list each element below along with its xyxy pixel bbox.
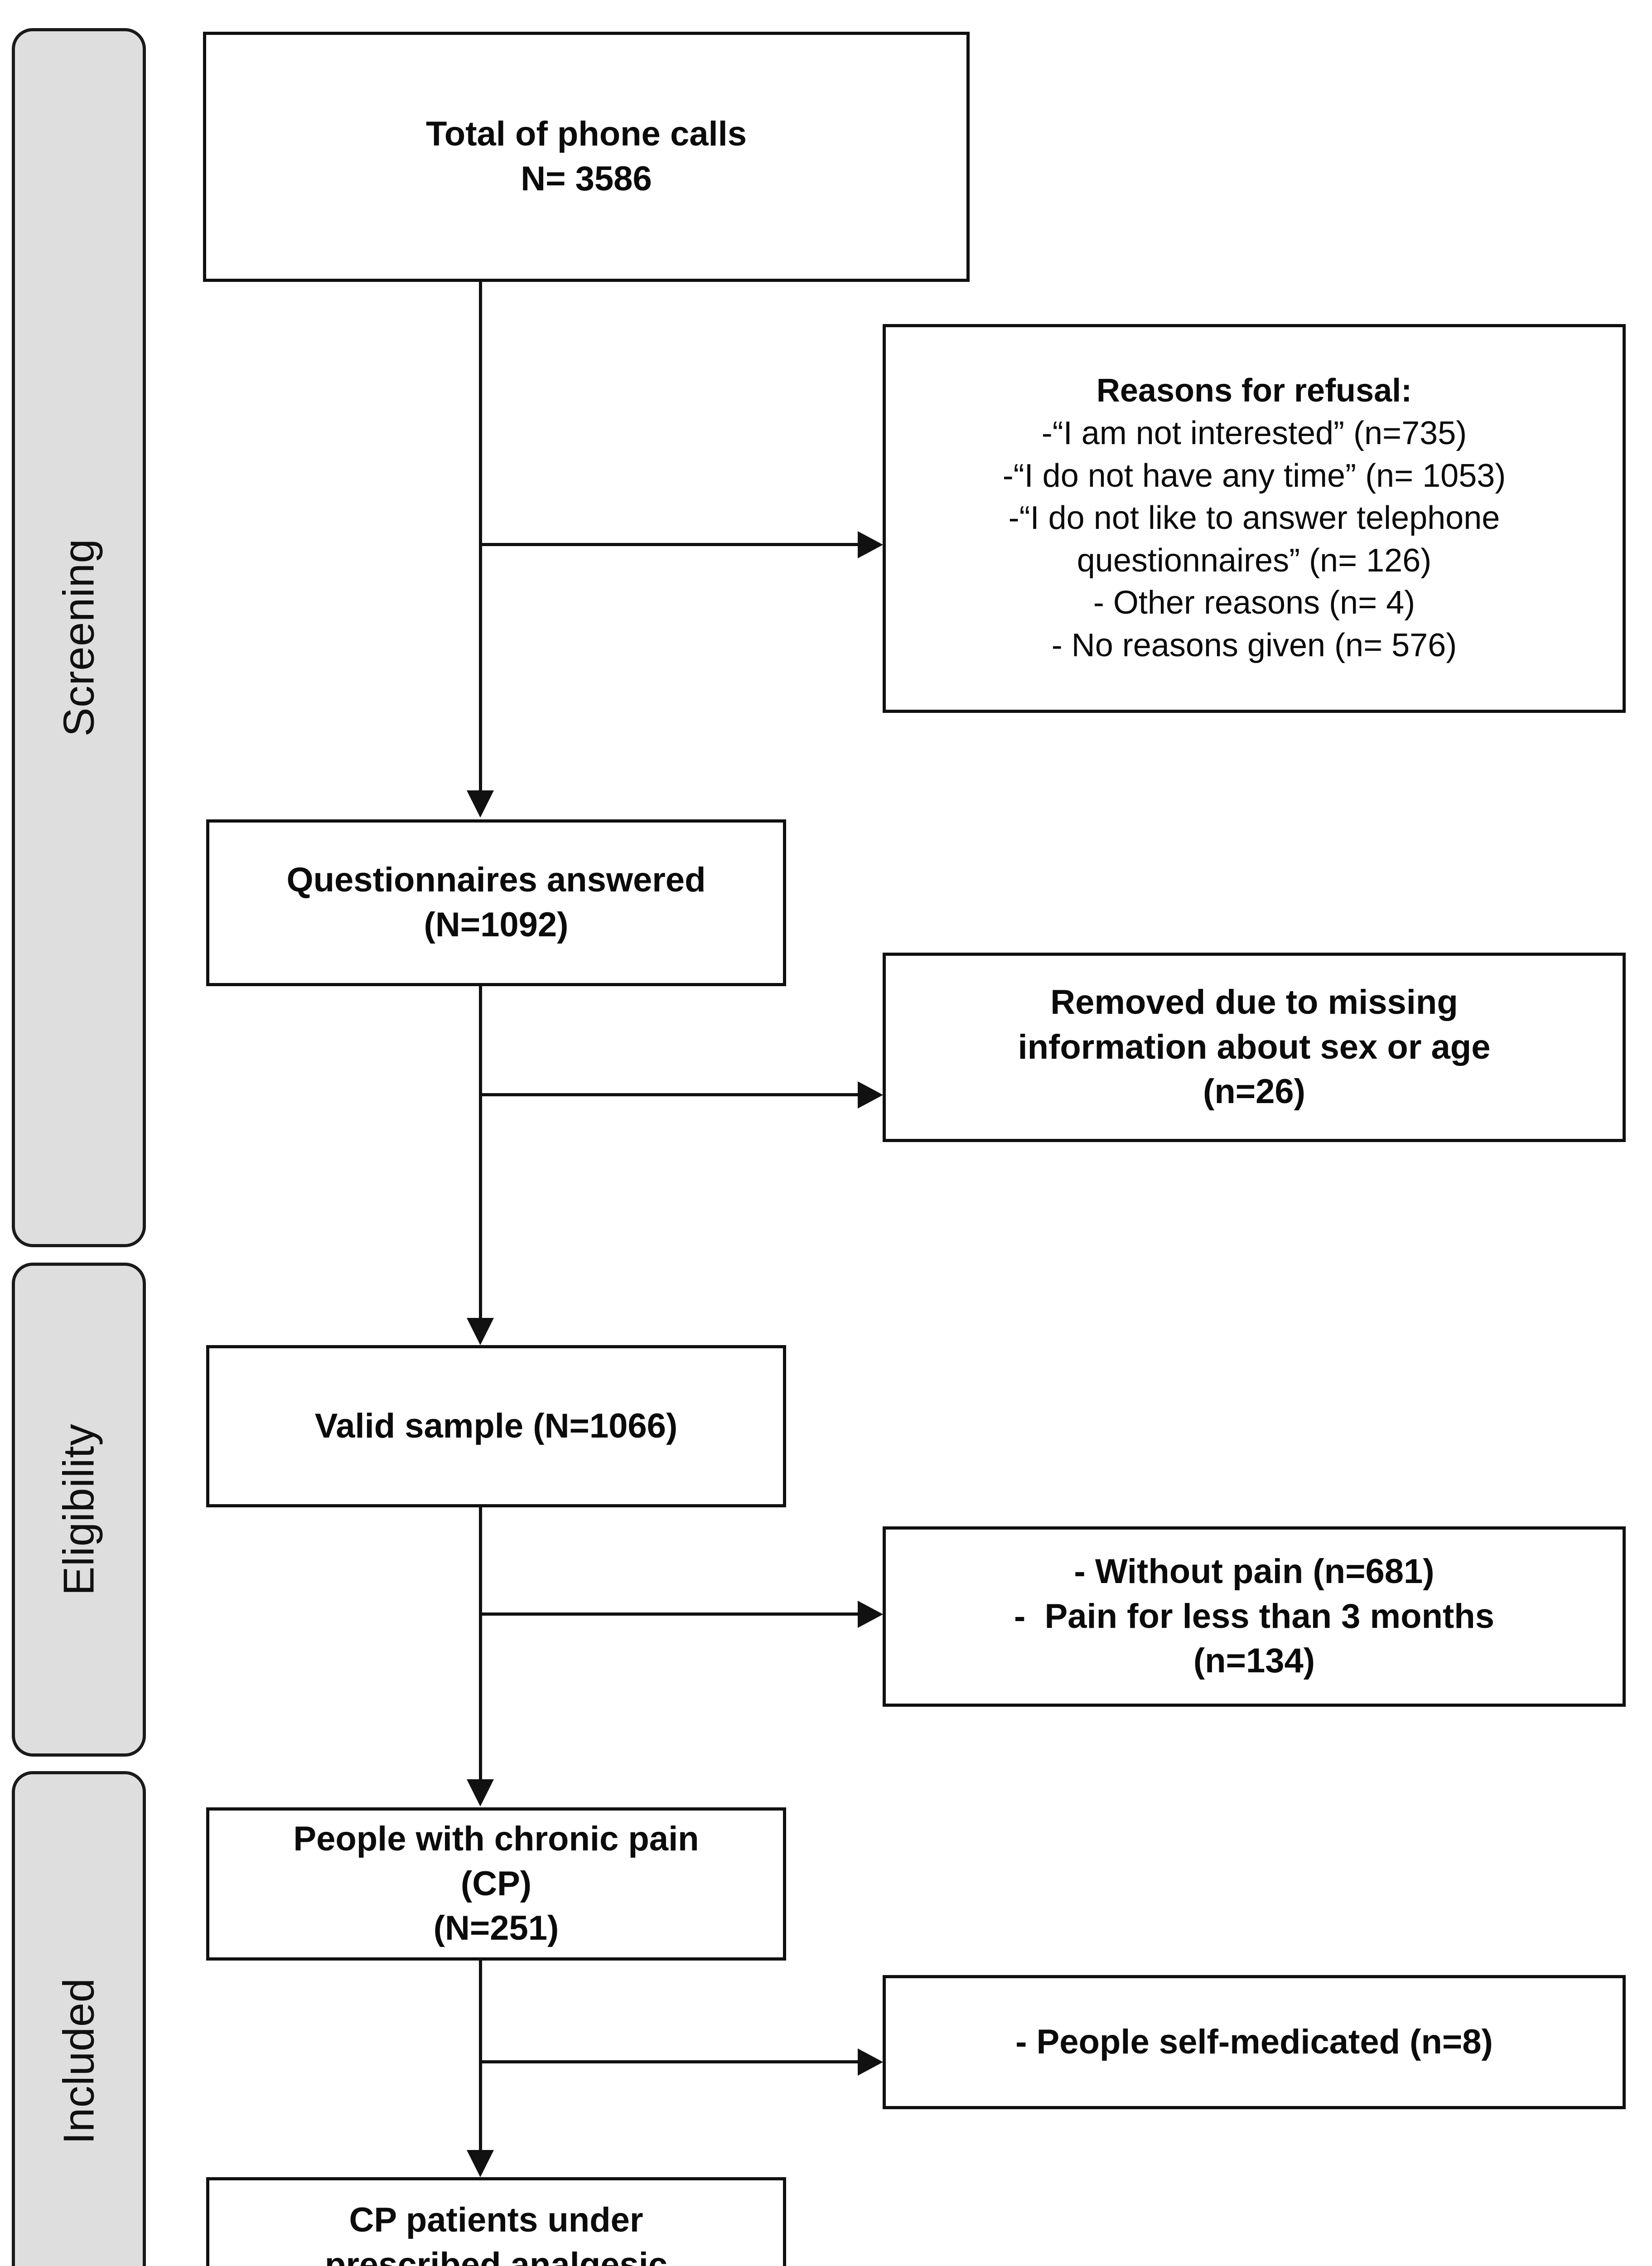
box-chronic-pain-line-3: (N=251) — [433, 1909, 559, 1948]
stage-pill-eligibility: Eligibility — [12, 1263, 146, 1757]
box-questionnaires-line-2: (N=1092) — [424, 905, 569, 944]
box-self-medicated-line-1: - People self-medicated (n=8) — [1015, 2022, 1493, 2061]
box-questionnaires-line-1: Questionnaires answered — [286, 861, 706, 900]
stage-label-screening: Screening — [54, 538, 103, 737]
connector-calls-to-questionnaires — [479, 282, 482, 790]
box-total-phone-calls-line-1: Total of phone calls — [426, 115, 747, 154]
box-valid-sample: Valid sample (N=1066) — [206, 1345, 786, 1507]
arrowhead-to-valid-sample — [467, 1318, 494, 1345]
box-reasons-line-4: questionnaires” (n= 126) — [1077, 542, 1432, 579]
box-excluded-pain-line-2: - Pain for less than 3 months — [1014, 1597, 1494, 1636]
box-removed-line-2: information about sex or age — [1018, 1027, 1491, 1066]
stage-label-eligibility: Eligibility — [54, 1424, 103, 1596]
connector-valid-to-chronic — [479, 1507, 482, 1779]
box-reasons-line-6: - No reasons given (n= 576) — [1051, 627, 1457, 663]
box-reasons-line-3: -“I do not like to answer telephone — [1008, 500, 1500, 537]
box-excluded-pain-line-1: - Without pain (n=681) — [1074, 1552, 1435, 1591]
arrowhead-to-cp-treated — [467, 2150, 494, 2177]
connector-branch-to-self-medicated — [479, 2060, 859, 2063]
arrowhead-to-self-medicated — [858, 2048, 883, 2076]
connector-branch-to-excluded-pain — [479, 1612, 859, 1616]
box-removed-line-3: (n=26) — [1203, 1072, 1305, 1111]
box-total-phone-calls: Total of phone calls N= 3586 — [203, 32, 970, 282]
arrowhead-to-questionnaires — [467, 790, 494, 818]
connector-questionnaires-to-valid — [479, 986, 482, 1318]
box-reasons-line-1: -“I am not interested” (n=735) — [1041, 415, 1467, 452]
box-removed-missing-info: Removed due to missing information about… — [883, 953, 1626, 1142]
arrowhead-to-chronic-pain — [467, 1779, 494, 1806]
box-people-self-medicated: - People self-medicated (n=8) — [883, 1975, 1626, 2109]
box-excluded-pain-line-3: (n=134) — [1193, 1641, 1315, 1680]
box-total-phone-calls-line-2: N= 3586 — [521, 160, 652, 198]
connector-branch-to-removed — [479, 1093, 859, 1096]
connector-chronic-to-treated — [479, 1961, 482, 2150]
stage-label-included: Included — [54, 1978, 103, 2145]
arrowhead-to-reasons — [858, 531, 883, 558]
connector-branch-to-reasons — [479, 543, 859, 546]
box-cp-patients-treated: CP patients under prescribed analgesic t… — [206, 2177, 786, 2266]
box-reasons-line-5: - Other reasons (n= 4) — [1093, 585, 1415, 621]
box-reasons-for-refusal: Reasons for refusal: -“I am not interest… — [883, 324, 1626, 713]
stage-pill-included: Included — [12, 1771, 146, 2266]
arrowhead-to-removed — [858, 1081, 883, 1109]
box-excluded-pain: - Without pain (n=681) - Pain for less t… — [883, 1526, 1626, 1707]
box-reasons-line-2: -“I do not have any time” (n= 1053) — [1002, 457, 1506, 494]
stage-pill-screening: Screening — [12, 28, 146, 1247]
box-cp-treated-line-2: prescribed analgesic — [324, 2245, 668, 2266]
box-chronic-pain-line-1: People with chronic pain — [293, 1819, 699, 1858]
box-questionnaires-answered: Questionnaires answered (N=1092) — [206, 819, 786, 986]
box-chronic-pain-line-2: (CP) — [460, 1864, 532, 1903]
box-valid-sample-line-1: Valid sample (N=1066) — [314, 1406, 678, 1445]
box-removed-line-1: Removed due to missing — [1050, 983, 1458, 1022]
box-reasons-heading: Reasons for refusal: — [1096, 373, 1412, 409]
box-people-chronic-pain: People with chronic pain (CP) (N=251) — [206, 1807, 786, 1961]
box-cp-treated-line-1: CP patients under — [349, 2200, 643, 2239]
arrowhead-to-excluded-pain — [858, 1601, 883, 1628]
